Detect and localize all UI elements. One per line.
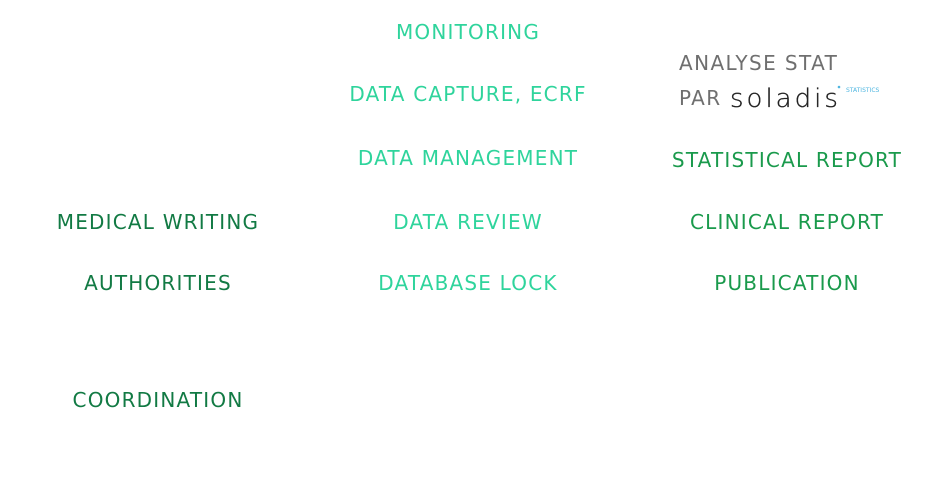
stat-by-line: PAR soladis STATISTICS: [679, 83, 895, 113]
label-authorities: AUTHORITIES: [84, 271, 232, 295]
label-medical-writing: MEDICAL WRITING: [56, 210, 260, 234]
stat-analysis-block: ANALYSE STAT PAR soladis STATISTICS: [679, 53, 895, 113]
label-monitoring: MONITORING: [395, 20, 541, 44]
stat-title: ANALYSE STAT: [679, 51, 839, 75]
stat-par: PAR: [679, 86, 722, 110]
soladis-logo-wordmark: soladis: [730, 84, 841, 113]
soladis-logo-sub: STATISTICS: [846, 87, 880, 94]
label-coordination: COORDINATION: [72, 388, 244, 412]
label-data-review: DATA REVIEW: [393, 210, 543, 234]
label-data-capture: DATA CAPTURE, ECRF: [349, 82, 587, 106]
label-database-lock: DATABASE LOCK: [378, 271, 558, 295]
label-clinical-report: CLINICAL REPORT: [689, 210, 885, 234]
logo-dot: [837, 85, 840, 89]
label-publication: PUBLICATION: [714, 271, 860, 295]
label-statistical-report: STATISTICAL REPORT: [671, 148, 903, 172]
label-data-management: DATA MANAGEMENT: [357, 146, 579, 170]
soladis-logo-svg: soladis STATISTICS: [730, 84, 880, 113]
soladis-logo: soladis STATISTICS: [730, 83, 895, 113]
